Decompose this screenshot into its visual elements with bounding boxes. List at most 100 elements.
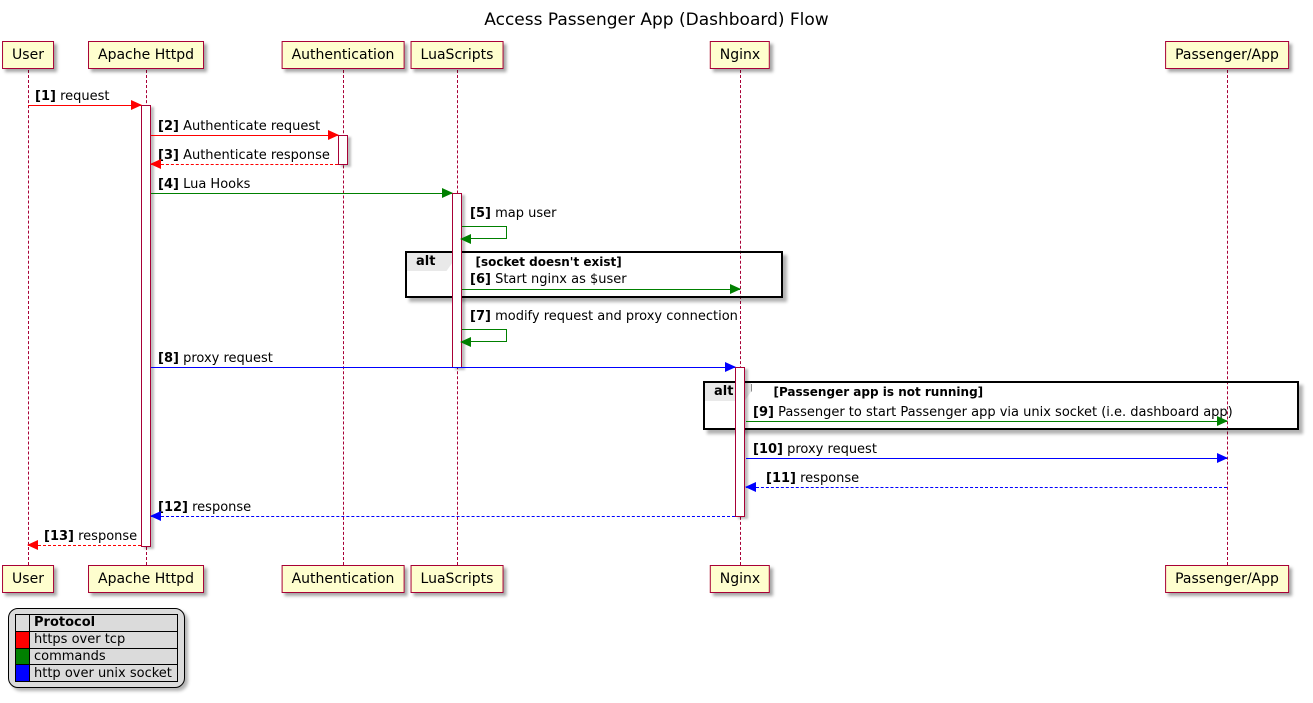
- alt-frame-header: alt [Passenger app is not running]: [705, 383, 1297, 401]
- message-seq: [12]: [158, 500, 188, 515]
- message-seq: [11]: [766, 471, 796, 486]
- participant-luascripts-top: LuaScripts: [410, 41, 504, 69]
- alt-condition: [socket doesn't exist]: [475, 255, 622, 269]
- message-arrow-6: [462, 284, 741, 294]
- legend-label: http over unix socket: [29, 664, 178, 682]
- arrowhead-icon: [150, 511, 161, 521]
- message-label-3: [3] Authenticate response: [158, 148, 330, 164]
- arrowhead-icon: [442, 188, 453, 198]
- legend: Protocol https over tcp commands http ov…: [8, 608, 185, 688]
- participant-user-top: User: [2, 41, 54, 69]
- message-label-1: [1] request: [35, 89, 110, 105]
- alt-frame-socket: alt [socket doesn't exist]: [405, 251, 783, 298]
- message-seq: [10]: [753, 442, 783, 457]
- activation-authentication: [338, 135, 348, 165]
- lifeline-nginx: [739, 70, 741, 565]
- legend-label: commands: [29, 647, 178, 666]
- arrowhead-icon: [745, 482, 756, 492]
- message-seq: [3]: [158, 148, 179, 163]
- message-text: response: [78, 529, 138, 544]
- message-text: map user: [495, 206, 557, 221]
- legend-row: commands: [15, 647, 178, 666]
- participant-apache-httpd-top: Apache Httpd: [88, 41, 204, 69]
- legend-header-swatch: [15, 614, 30, 632]
- participant-authentication-top: Authentication: [281, 41, 405, 69]
- message-label-7: [7] modify request and proxy connection: [470, 309, 738, 325]
- alt-keyword: alt: [407, 253, 454, 271]
- message-label-11: [11] response: [766, 471, 859, 487]
- message-text: Start nginx as $user: [495, 272, 627, 287]
- message-text: response: [192, 500, 252, 515]
- message-seq: [9]: [753, 405, 774, 420]
- diagram-title: Access Passenger App (Dashboard) Flow: [484, 10, 829, 30]
- message-arrow-11: [745, 482, 1227, 492]
- alt-frame-passenger: alt [Passenger app is not running]: [703, 381, 1299, 430]
- message-seq: [4]: [158, 177, 179, 192]
- participant-authentication-bottom: Authentication: [281, 565, 405, 593]
- message-seq: [6]: [470, 272, 491, 287]
- arrowhead-icon: [460, 234, 471, 244]
- message-arrow-1: [28, 100, 142, 110]
- message-self-arrow-7: [460, 329, 507, 347]
- message-seq: [2]: [158, 119, 179, 134]
- message-label-2: [2] Authenticate request: [158, 119, 320, 135]
- arrowhead-icon: [1217, 416, 1228, 426]
- message-seq: [13]: [44, 529, 74, 544]
- participant-user-bottom: User: [2, 565, 54, 593]
- arrowhead-icon: [725, 362, 736, 372]
- lifeline-user: [27, 70, 29, 565]
- message-seq: [8]: [158, 351, 179, 366]
- participant-passenger-app-top: Passenger/App: [1165, 41, 1289, 69]
- lifeline-authentication: [342, 70, 344, 565]
- alt-frame-header: alt [socket doesn't exist]: [407, 253, 781, 271]
- message-seq: [7]: [470, 309, 491, 324]
- activation-nginx: [735, 367, 745, 517]
- message-text: response: [800, 471, 860, 486]
- message-arrow-3: [150, 159, 338, 169]
- lifeline-passenger-app: [1226, 70, 1228, 565]
- arrowhead-icon: [1217, 453, 1228, 463]
- message-label-10: [10] proxy request: [753, 442, 877, 458]
- legend-swatch-green: [15, 647, 30, 666]
- arrowhead-icon: [27, 540, 38, 550]
- message-text: Passenger to start Passenger app via uni…: [778, 405, 1233, 420]
- message-label-6: [6] Start nginx as $user: [470, 272, 627, 288]
- legend-row: https over tcp: [15, 630, 178, 649]
- message-arrow-12: [150, 511, 735, 521]
- arrowhead-icon: [460, 337, 471, 347]
- message-label-4: [4] Lua Hooks: [158, 177, 250, 193]
- alt-condition: [Passenger app is not running]: [773, 385, 984, 399]
- message-arrow-9: [746, 416, 1228, 426]
- message-label-12: [12] response: [158, 500, 251, 516]
- legend-table: Protocol https over tcp commands http ov…: [15, 614, 178, 682]
- message-label-8: [8] proxy request: [158, 351, 273, 367]
- message-text: Lua Hooks: [183, 177, 251, 192]
- message-seq: [1]: [35, 89, 56, 104]
- message-seq: [5]: [470, 206, 491, 221]
- arrowhead-icon: [730, 284, 741, 294]
- legend-row: http over unix socket: [15, 664, 178, 682]
- message-text: proxy request: [787, 442, 877, 457]
- participant-nginx-bottom: Nginx: [709, 565, 771, 593]
- legend-header-label: Protocol: [29, 614, 178, 632]
- activation-apache-httpd: [141, 105, 151, 547]
- message-label-5: [5] map user: [470, 206, 556, 222]
- message-arrow-2: [151, 130, 339, 140]
- message-label-13: [13] response: [44, 529, 137, 545]
- legend-header-row: Protocol: [15, 614, 178, 632]
- message-text: Authenticate request: [183, 119, 321, 134]
- legend-swatch-red: [15, 630, 30, 649]
- participant-nginx-top: Nginx: [709, 41, 771, 69]
- participant-passenger-app-bottom: Passenger/App: [1165, 565, 1289, 593]
- legend-label: https over tcp: [29, 630, 178, 649]
- legend-swatch-blue: [15, 664, 30, 682]
- arrowhead-icon: [150, 159, 161, 169]
- message-text: modify request and proxy connection: [495, 309, 738, 324]
- arrowhead-icon: [131, 100, 142, 110]
- participant-luascripts-bottom: LuaScripts: [410, 565, 504, 593]
- message-arrow-4: [151, 188, 453, 198]
- message-arrow-8: [151, 362, 736, 372]
- message-text: proxy request: [183, 351, 273, 366]
- message-label-9: [9] Passenger to start Passenger app via…: [753, 405, 1233, 421]
